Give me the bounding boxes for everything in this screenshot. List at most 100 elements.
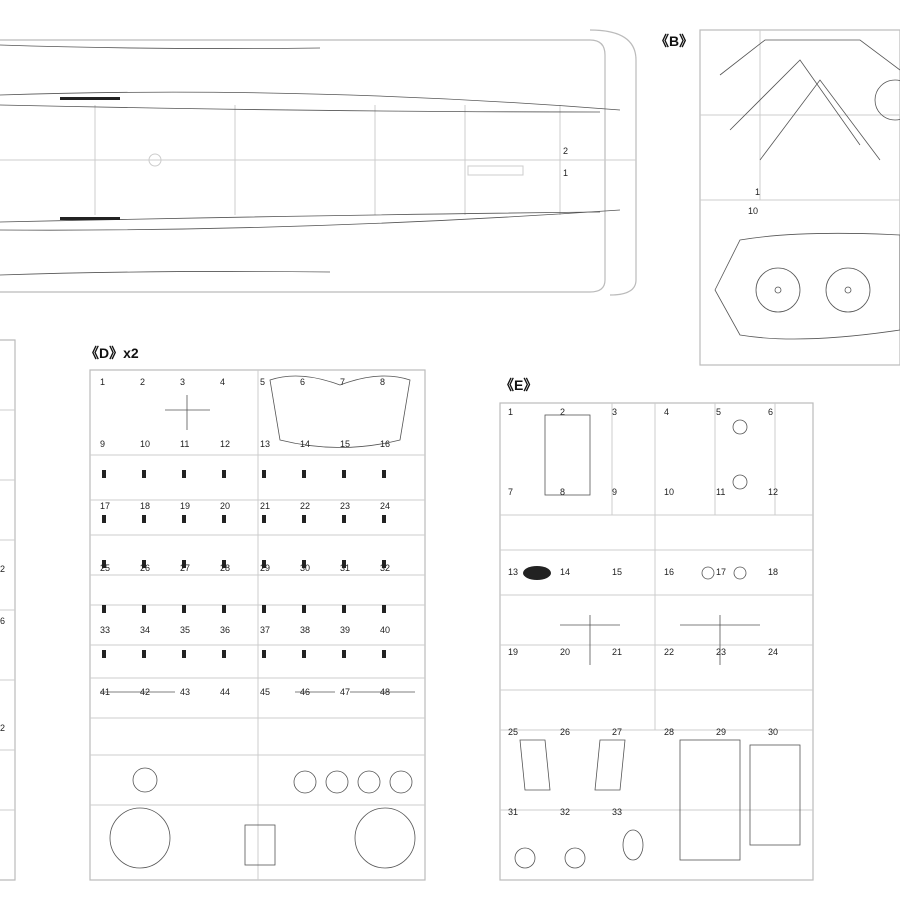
deck-part-b10 [714, 232, 900, 340]
small-part [302, 470, 306, 478]
part-number-label: 32 [560, 807, 570, 817]
part-number-label: 45 [260, 687, 270, 697]
sprue-e-runners [500, 403, 813, 811]
part-number-label: 32 [380, 563, 390, 573]
sprue-b: 《B》 1 10 [655, 29, 900, 366]
part-number-label: 18 [140, 501, 150, 511]
small-part [302, 515, 306, 523]
small-part [182, 605, 186, 613]
part-number-label: 24 [768, 647, 778, 657]
part-number-label: 43 [180, 687, 190, 697]
part-number-label: 10 [664, 487, 674, 497]
part-number-label: 9 [612, 487, 617, 497]
part-number-label: 6 [300, 377, 305, 387]
part-number-label: 40 [380, 625, 390, 635]
part-number-label: 15 [612, 567, 622, 577]
small-part [342, 515, 346, 523]
sprue-d-runners [90, 454, 425, 806]
part-number-label: 26 [560, 727, 570, 737]
part-number-label: 5 [260, 377, 265, 387]
part-number-label: 41 [100, 687, 110, 697]
small-part [142, 605, 146, 613]
small-part [182, 470, 186, 478]
small-part [262, 515, 266, 523]
small-part [222, 560, 226, 568]
small-part [262, 470, 266, 478]
part-number-label: 44 [220, 687, 230, 697]
sprue-d-header: 《D》x2 [85, 345, 139, 361]
part-number-label: 6 [768, 407, 773, 417]
small-part [142, 650, 146, 658]
sprue-a-part-label: 2 [563, 146, 568, 156]
part-number-label: 42 [140, 687, 150, 697]
small-part [382, 650, 386, 658]
part-number-label: 31 [508, 807, 518, 817]
part-number-label: 17 [716, 567, 726, 577]
small-part [222, 650, 226, 658]
part-number-label: 7 [340, 377, 345, 387]
part-number-label: 9 [100, 439, 105, 449]
part-number-label: 21 [612, 647, 622, 657]
small-part [102, 650, 106, 658]
part-number-label: 37 [260, 625, 270, 635]
small-part [222, 515, 226, 523]
part-number-label: 1 [100, 377, 105, 387]
small-part [262, 560, 266, 568]
part-number-label: 4 [664, 407, 669, 417]
small-part [102, 470, 106, 478]
small-part [342, 650, 346, 658]
sprue-c-part-label: 2 [0, 564, 5, 574]
part-number-label: 21 [260, 501, 270, 511]
sprue-e-header: 《E》 [500, 377, 537, 393]
sprue-a-part-label: 1 [563, 168, 568, 178]
part-number-label: 24 [380, 501, 390, 511]
part-number-label: 27 [180, 563, 190, 573]
part-number-label: 20 [220, 501, 230, 511]
part-number-label: 38 [300, 625, 310, 635]
small-part [342, 560, 346, 568]
part-number-label: 29 [260, 563, 270, 573]
part-number-label: 19 [508, 647, 518, 657]
small-part [342, 605, 346, 613]
part-number-label: 30 [768, 727, 778, 737]
part-number-label: 39 [340, 625, 350, 635]
sprue-d-small-parts [102, 470, 386, 658]
part-number-label: 17 [100, 501, 110, 511]
part-number-label: 48 [380, 687, 390, 697]
part-number-label: 34 [140, 625, 150, 635]
small-part [102, 605, 106, 613]
part-number-label: 23 [340, 501, 350, 511]
part-number-label: 20 [560, 647, 570, 657]
sprue-b-part-label: 10 [748, 206, 758, 216]
deck-part-b1 [719, 39, 900, 161]
part-number-label: 16 [380, 439, 390, 449]
part-number-label: 14 [560, 567, 570, 577]
part-number-label: 11 [180, 439, 189, 449]
part-number-label: 29 [716, 727, 726, 737]
sprue-c-part-label: 6 [0, 616, 5, 626]
part-number-label: 5 [716, 407, 721, 417]
small-part [342, 470, 346, 478]
small-part [222, 605, 226, 613]
part-number-label: 1 [508, 407, 513, 417]
small-part [102, 515, 106, 523]
sprue-b-header: 《B》 [655, 33, 693, 49]
part-number-label: 15 [340, 439, 350, 449]
sprue-e-parts [514, 414, 801, 869]
small-part [262, 650, 266, 658]
hull-half-lower [0, 209, 621, 276]
sprue-d-parts [100, 375, 416, 869]
part-number-label: 25 [100, 563, 110, 573]
part-number-label: 47 [340, 687, 350, 697]
small-part [302, 560, 306, 568]
part-number-label: 18 [768, 567, 778, 577]
small-part [302, 605, 306, 613]
small-part [382, 470, 386, 478]
small-part [382, 605, 386, 613]
part-number-label: 23 [716, 647, 726, 657]
sprue-a: 2 1 [0, 29, 637, 296]
small-part [222, 470, 226, 478]
part-number-label: 33 [100, 625, 110, 635]
